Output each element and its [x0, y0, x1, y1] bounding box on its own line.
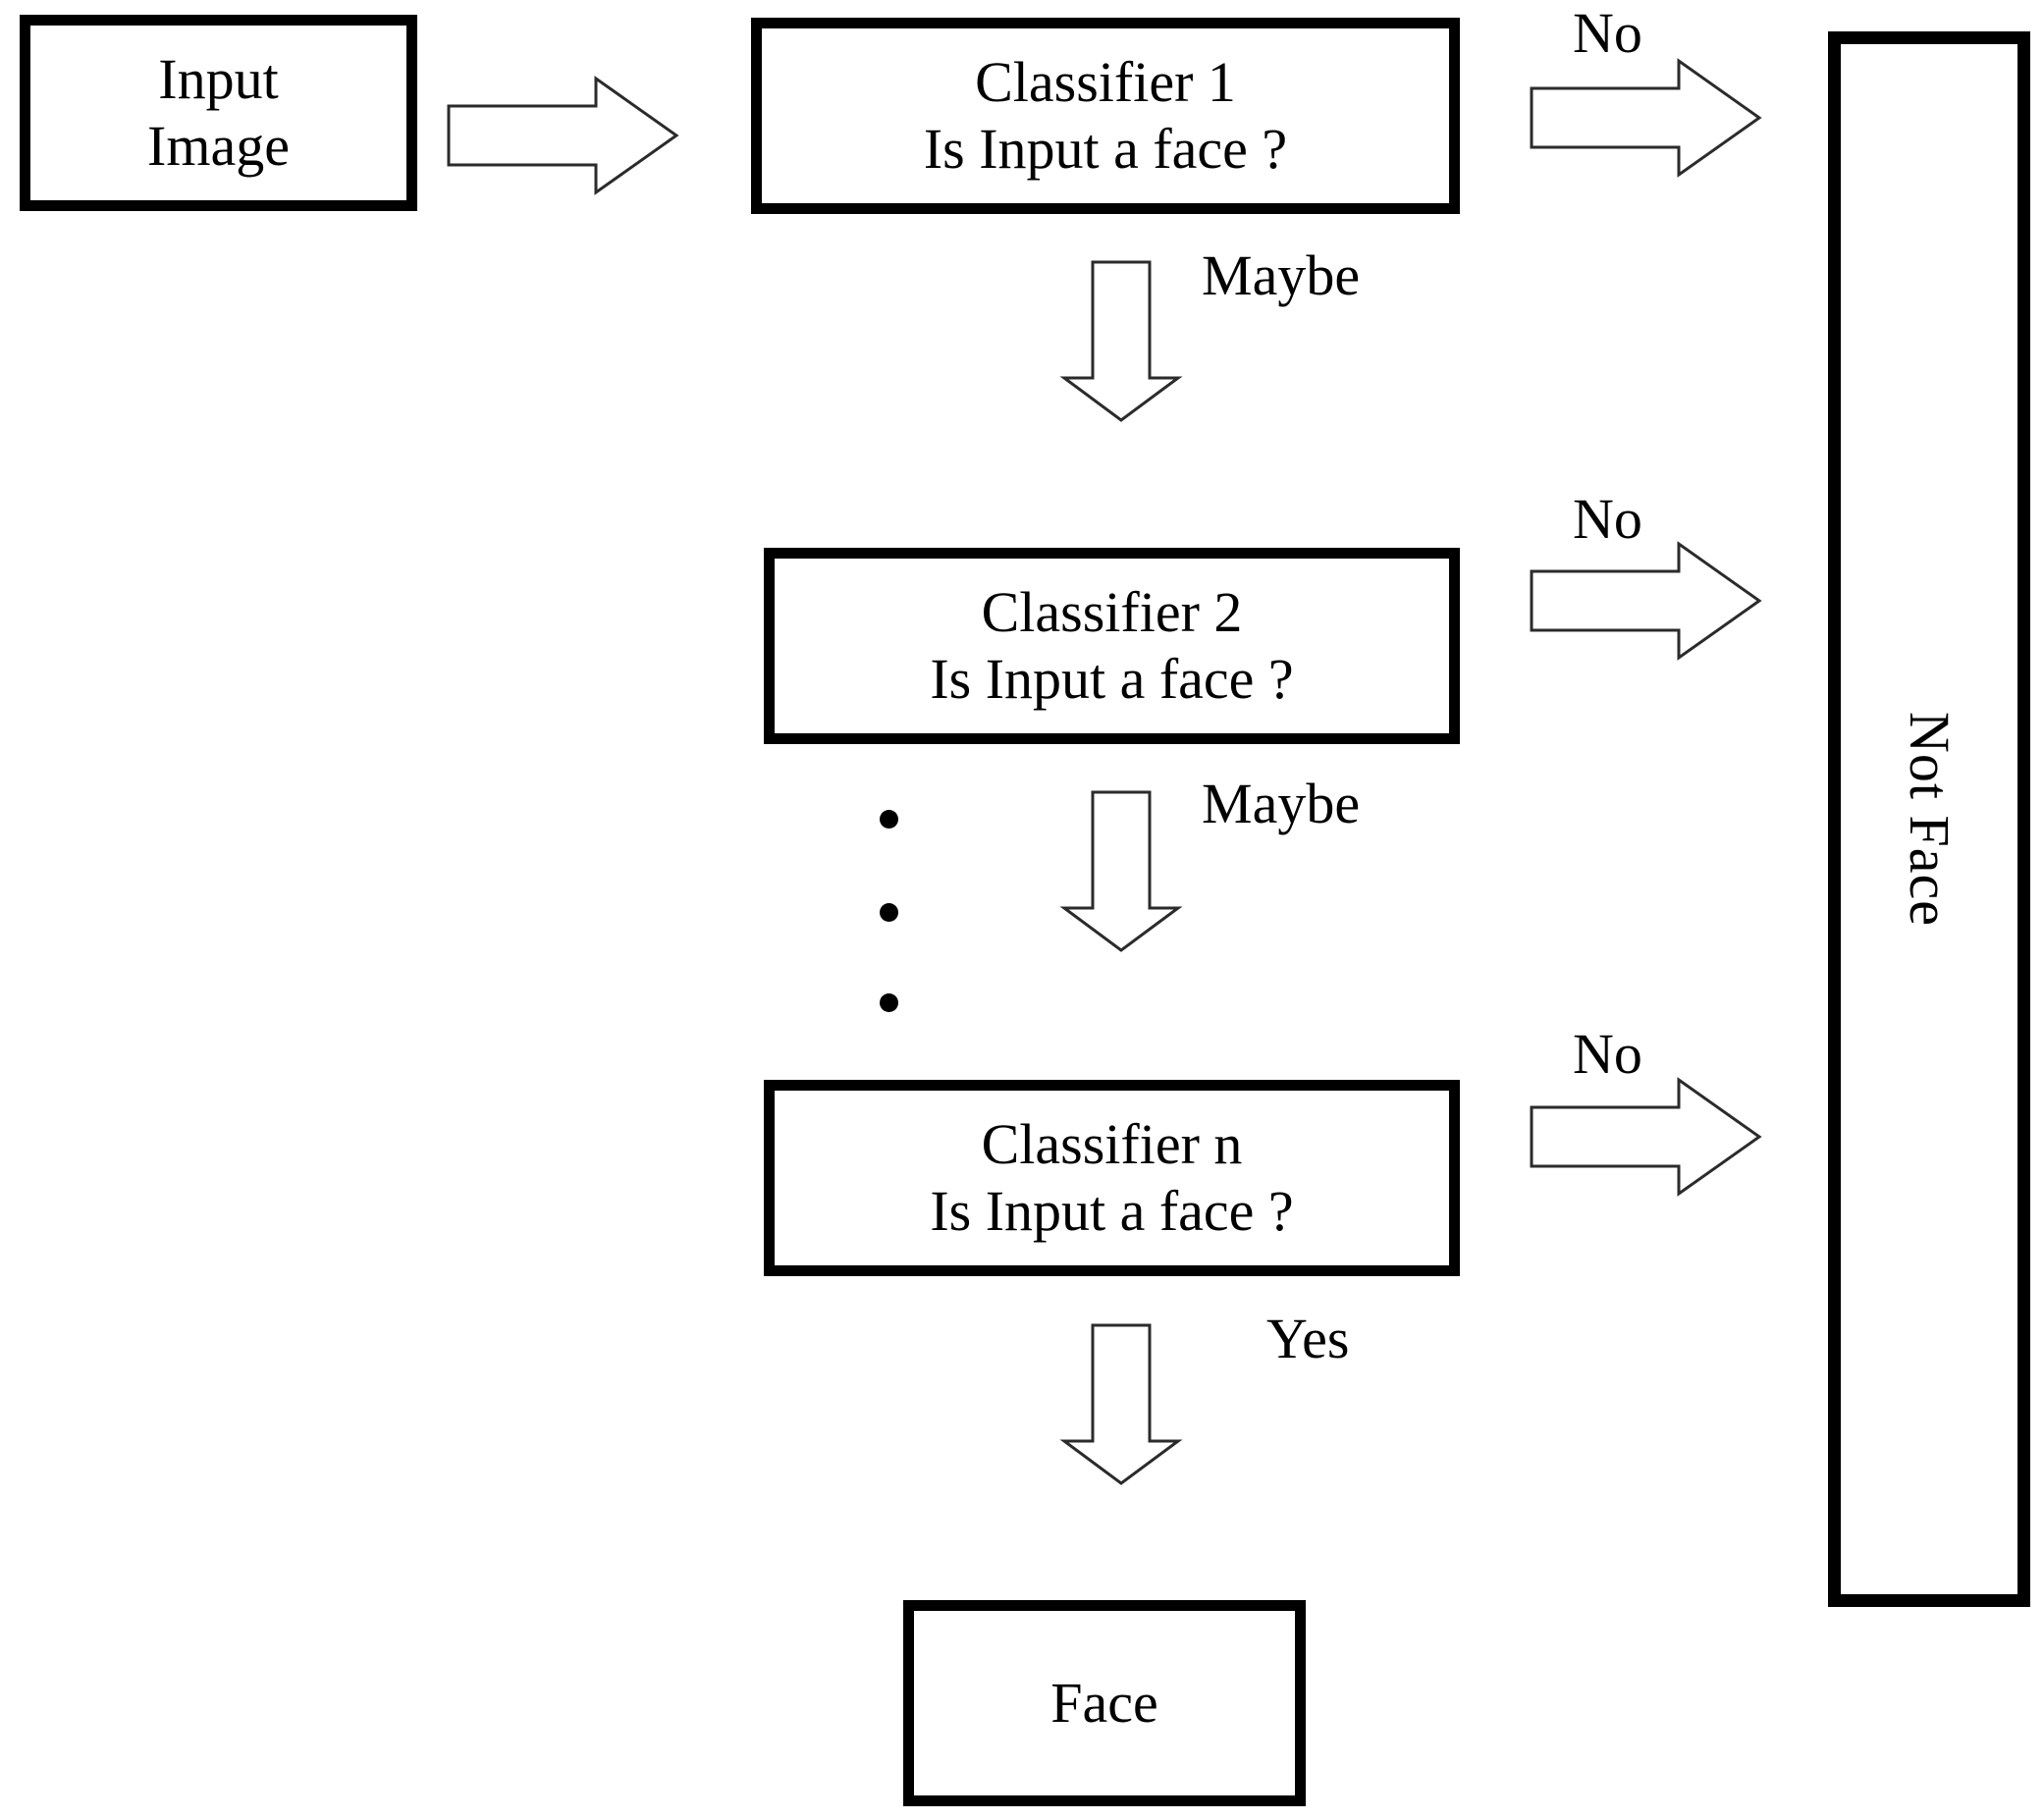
node-input-image-line-2: Image — [147, 114, 290, 178]
arrow-down-classifier-n-to-face — [1059, 1323, 1183, 1485]
edge-label-maybe-1: Maybe — [1202, 243, 1361, 307]
node-classifier-2-line-2: Is Input a face ? — [930, 647, 1294, 711]
arrow-right-classifier-1-to-not-face — [1530, 58, 1762, 178]
node-classifier-1-line-1: Classifier 1 — [975, 49, 1236, 114]
edge-label-maybe-2: Maybe — [1202, 772, 1361, 835]
edge-label-no-1: No — [1573, 1, 1642, 65]
edge-label-no-3: No — [1573, 1022, 1642, 1086]
arrow-down-classifier-1-to-classifier-2 — [1059, 260, 1183, 422]
node-input-image: Input Image — [20, 15, 417, 211]
node-classifier-2: Classifier 2 Is Input a face ? — [764, 548, 1460, 744]
ellipsis-dot — [880, 993, 898, 1012]
node-classifier-1: Classifier 1 Is Input a face ? — [751, 18, 1460, 214]
node-classifier-1-line-2: Is Input a face ? — [923, 117, 1288, 181]
node-not-face-label: Not Face — [1898, 712, 1963, 927]
edge-label-no-2: No — [1573, 487, 1642, 551]
vertical-ellipsis-icon — [880, 805, 907, 1016]
arrow-right-classifier-2-to-not-face — [1530, 541, 1762, 661]
node-face-line-1: Face — [1050, 1670, 1158, 1735]
node-classifier-n-line-2: Is Input a face ? — [930, 1179, 1294, 1243]
node-not-face: Not Face — [1828, 31, 2030, 1607]
node-classifier-2-line-1: Classifier 2 — [981, 579, 1243, 644]
arrow-down-classifier-2-to-classifier-n — [1059, 790, 1183, 952]
ellipsis-dot — [880, 903, 898, 922]
ellipsis-dot — [880, 810, 898, 829]
arrow-right-classifier-n-to-not-face — [1530, 1077, 1762, 1197]
node-classifier-n-line-1: Classifier n — [981, 1111, 1243, 1176]
node-face: Face — [903, 1600, 1306, 1806]
edge-label-yes: Yes — [1266, 1307, 1350, 1370]
arrow-right-input-to-classifier-1 — [447, 76, 679, 195]
node-input-image-line-1: Input — [158, 46, 279, 111]
node-classifier-n: Classifier n Is Input a face ? — [764, 1080, 1460, 1276]
